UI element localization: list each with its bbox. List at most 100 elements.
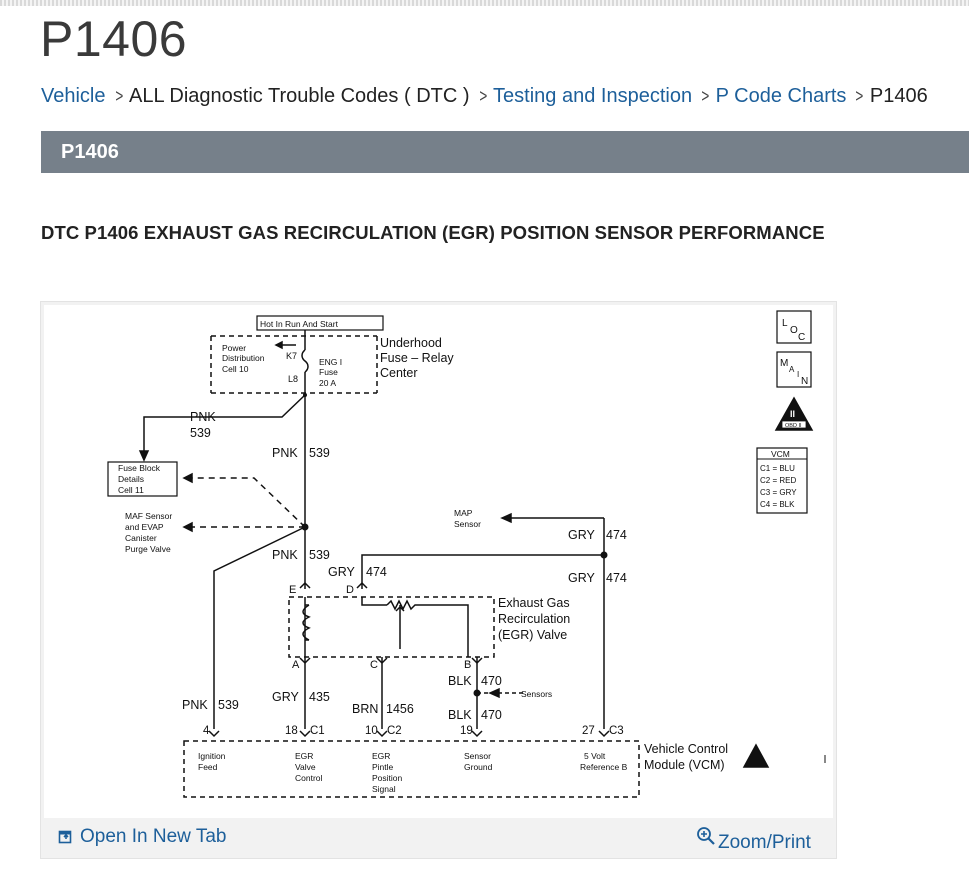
power-dist-1: Power [222, 343, 246, 353]
vcm-pin: 27 [582, 725, 595, 737]
circuit-number: 539 [218, 698, 239, 712]
open-in-new-tab-label: Open In New Tab [80, 826, 227, 847]
open-in-new-tab-link[interactable]: Open In New Tab [58, 826, 226, 848]
zoom-print-link[interactable]: Zoom/Print [696, 826, 811, 854]
pin-e: E [289, 584, 296, 596]
main-i: I [797, 370, 799, 379]
maf-1: MAF Sensor [125, 511, 172, 521]
main-a: A [789, 365, 795, 374]
vcm-name-1: Vehicle Control [644, 742, 728, 756]
external-link-icon [58, 830, 72, 844]
circuit-number: 474 [606, 571, 627, 585]
breadcrumb: Vehicle > ALL Diagnostic Trouble Codes ( D… [41, 84, 928, 108]
k7-label: K7 [286, 351, 297, 361]
vcm-connector: C1 [310, 725, 325, 737]
wire-color: PNK [190, 410, 216, 424]
chevron-right-icon: > [478, 86, 487, 106]
maf-2: and EVAP [125, 522, 164, 532]
fuse-line-1: ENG I [319, 357, 342, 367]
egr-ctrl-3: Control [295, 773, 323, 783]
circuit-number: 539 [190, 426, 211, 440]
circuit-number: 470 [481, 708, 502, 722]
maf-4: Purge Valve [125, 544, 171, 554]
fuse-line-3: 20 A [319, 378, 336, 388]
breadcrumb-testing[interactable]: Testing and Inspection [493, 85, 693, 107]
vcm-pin: 4 [203, 725, 210, 737]
zoom-print-label: Zoom/Print [718, 832, 811, 853]
page-title: P1406 [40, 11, 188, 67]
chevron-right-icon: > [701, 86, 710, 106]
wire-color: GRY [272, 690, 300, 704]
pintle-1: EGR [372, 751, 390, 761]
breadcrumb-p-code-charts[interactable]: P Code Charts [715, 85, 847, 107]
wire-color: GRY [568, 528, 596, 542]
vcm-pin: 19 [460, 725, 473, 737]
egr-2: Recirculation [498, 612, 570, 626]
circuit-number: 470 [481, 674, 502, 688]
fuse-block-1: Fuse Block [118, 463, 161, 473]
wiring-diagram-svg: Hot In Run And Start Underhood Fuse – Re… [107, 310, 826, 798]
hot-label: Hot In Run And Start [260, 319, 339, 329]
section-title: P1406 [61, 141, 119, 163]
legend-title: VCM [771, 449, 790, 459]
main-m: M [780, 358, 788, 369]
wire-color: GRY [328, 565, 356, 579]
egr-1: Exhaust Gas [498, 596, 570, 610]
dtc-heading: DTC P1406 EXHAUST GAS RECIRCULATION (EGR… [41, 222, 825, 243]
diagram-card: Hot In Run And Start Underhood Fuse – Re… [40, 301, 837, 859]
ref-2: Reference B [580, 762, 628, 772]
fuse-block-3: Cell 11 [118, 485, 144, 495]
wiring-diagram[interactable]: Hot In Run And Start Underhood Fuse – Re… [44, 305, 833, 818]
circuit-number: 474 [366, 565, 387, 579]
l8-label: L8 [288, 374, 298, 384]
splice-point [301, 523, 309, 531]
top-divider [0, 0, 969, 6]
map-1: MAP [454, 508, 473, 518]
ign-2: Feed [198, 762, 218, 772]
vcm-pin: 10 [365, 725, 378, 737]
main-n: N [801, 376, 808, 387]
breadcrumb-vehicle[interactable]: Vehicle [41, 85, 106, 107]
circuit-number: 539 [309, 548, 330, 562]
egr-ctrl-2: Valve [295, 762, 316, 772]
loc-c: C [798, 332, 805, 343]
underhood-line-1: Underhood [380, 336, 442, 350]
vcm-connector: C3 [609, 725, 624, 737]
wire-color: GRY [568, 571, 596, 585]
pintle-2: Pintle [372, 762, 394, 772]
underhood-line-2: Fuse – Relay [380, 351, 454, 365]
loc-l: L [782, 318, 788, 329]
underhood-line-3: Center [380, 366, 418, 380]
fuse-line-2: Fuse [319, 367, 338, 377]
circuit-number: 474 [606, 528, 627, 542]
legend-row: C3 = GRY [760, 488, 797, 497]
wire-color: BLK [448, 674, 472, 688]
fuse-block-2: Details [118, 474, 144, 484]
chevron-right-icon: > [114, 86, 123, 106]
egr-3: (EGR) Valve [498, 628, 567, 642]
wire-color: PNK [272, 548, 298, 562]
circuit-number: 1456 [386, 702, 414, 716]
legend-row: C4 = BLK [760, 500, 795, 509]
pin-a: A [292, 659, 300, 671]
breadcrumb-current: P1406 [869, 85, 928, 107]
pintle-3: Position [372, 773, 403, 783]
power-dist-3: Cell 10 [222, 364, 249, 374]
splice-point [303, 393, 307, 397]
vcm-name-2: Module (VCM) [644, 758, 725, 772]
map-2: Sensor [454, 519, 481, 529]
chevron-right-icon: > [855, 86, 864, 106]
obd-number: II [790, 409, 795, 419]
sensors-label: Sensors [521, 689, 552, 699]
breadcrumb-all-dtc: ALL Diagnostic Trouble Codes ( DTC ) [129, 85, 470, 107]
legend-row: C1 = BLU [760, 464, 795, 473]
power-dist-2: Distribution [222, 353, 265, 363]
ground-2: Ground [464, 762, 493, 772]
wire-color: BRN [352, 702, 378, 716]
obd-label: OBD II [785, 423, 802, 429]
ref-1: 5 Volt [584, 751, 606, 761]
splice-point [473, 689, 481, 697]
legend-row: C2 = RED [760, 476, 796, 485]
wire-color: PNK [272, 446, 298, 460]
pintle-4: Signal [372, 784, 396, 794]
